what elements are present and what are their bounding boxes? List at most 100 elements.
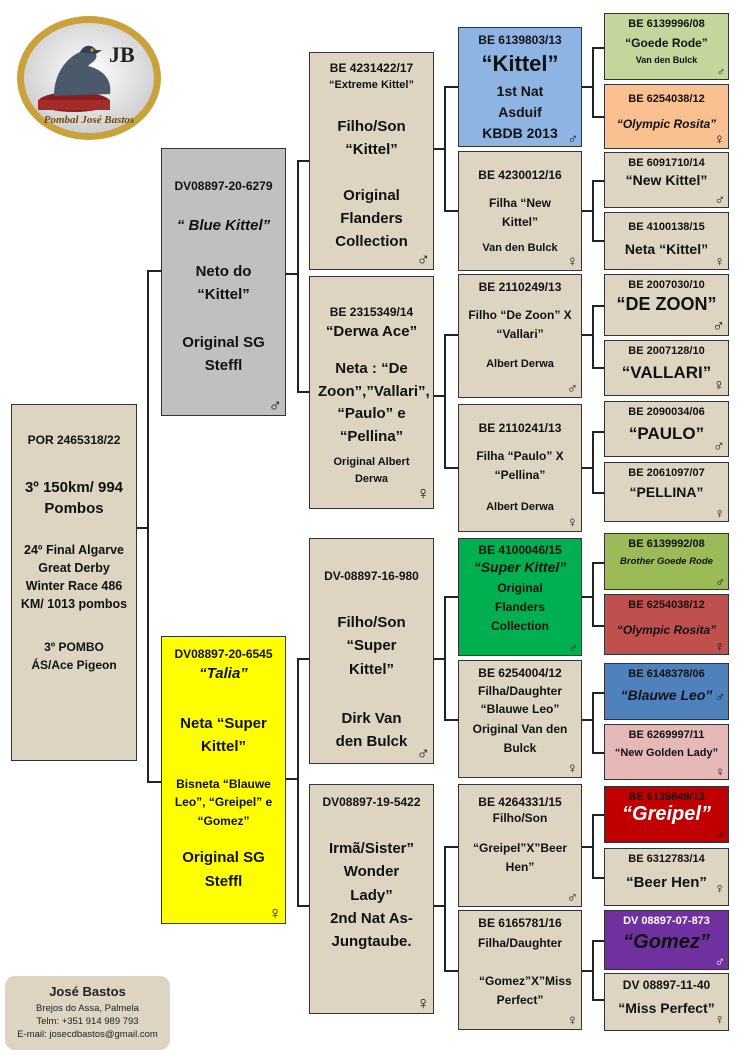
female-symbol-icon: ♀: [416, 483, 431, 503]
gen4-ring: BE 4100138/15: [628, 221, 705, 233]
gen3-ring: BE 4264331/15: [478, 795, 562, 809]
gen4-box-5: BE 2007030/10 “DE ZOON” ♂: [604, 274, 729, 336]
gen4-box-7: BE 2090034/06 “PAULO” ♂: [604, 401, 729, 457]
gen3-ring: BE 2110249/13: [478, 280, 562, 294]
gen4-ring: BE 6254038/12: [628, 93, 705, 105]
dam-desc-2: Bisneta “Blauwe Leo”, “Greipel” e “Gomez…: [174, 776, 273, 828]
gen3-name: Filho “De Zoon” X “Vallari”: [468, 308, 572, 342]
male-symbol-icon: ♂: [566, 889, 578, 906]
pigeon-logo-icon: [17, 16, 161, 140]
male-symbol-icon: ♂: [715, 827, 725, 842]
male-symbol-icon: ♂: [268, 395, 283, 415]
sire-box: DV08897-20-6279 “ Blue Kittel” Neto do “…: [161, 148, 286, 416]
gen4-box-8: BE 2061097/07 “PELLINA” ♀: [604, 462, 729, 522]
gen3-ring: BE 6165781/16: [478, 916, 562, 930]
gen3-name: “Kittel”: [481, 51, 559, 76]
gen2-desc: Neta : “De Zoon”,”Vallari”, “Paulo” e “P…: [318, 360, 430, 445]
male-symbol-icon: ♂: [416, 249, 431, 269]
subject-ring: POR 2465318/22: [27, 433, 121, 447]
female-symbol-icon: ♀: [715, 764, 725, 779]
contact-card: José Bastos Brejos do Assa, Palmela Telm…: [5, 976, 170, 1050]
female-symbol-icon: ♀: [714, 880, 726, 896]
gen4-ring: BE 2007030/10: [628, 279, 705, 291]
gen4-ring: BE 6148378/06: [628, 668, 705, 680]
gen2-origin: Original Flanders Collection: [335, 186, 408, 251]
gen2-box-3: DV-08897-16-980 Filho/Son “Super Kittel”…: [309, 538, 434, 764]
dam-ring: DV08897-20-6545: [174, 647, 273, 661]
gen3-box-3: BE 2110249/13 Filho “De Zoon” X “Vallari…: [458, 274, 582, 398]
gen3-box-6: BE 6254004/12 Filha/Daughter “Blauwe Leo…: [458, 660, 582, 778]
gen3-name: Filha/Daughter “Blauwe Leo”: [477, 684, 562, 716]
gen4-ring: BE 6254038/12: [628, 599, 705, 611]
logo: JB Pombal José Bastos: [14, 14, 164, 144]
gen3-origin: Van den Bulck: [482, 242, 558, 255]
sire-desc: Neto do “Kittel”: [195, 263, 252, 304]
contact-address: Brejos do Assa, Palmela: [36, 1003, 139, 1014]
contact-email[interactable]: E-mail: josecdbastos@gmail.com: [17, 1029, 158, 1040]
gen3-origin: Albert Derwa: [486, 358, 554, 371]
male-symbol-icon: ♂: [714, 953, 726, 969]
gen4-ring: BE 6139992/08: [628, 538, 705, 550]
gen4-name: “Beer Hen”: [626, 874, 707, 891]
gen4-name: “PELLINA”: [629, 484, 704, 500]
gen2-box-2: BE 2315349/14 “Derwa Ace” Neta : “De Zoo…: [309, 276, 434, 509]
female-symbol-icon: ♀: [566, 514, 578, 531]
gen2-ring: BE 2315349/14: [329, 305, 414, 319]
gen4-name: Brother Goede Rode: [620, 556, 713, 567]
gen2-name: “Extreme Kittel”: [329, 79, 414, 91]
female-symbol-icon: ♀: [416, 993, 431, 1013]
female-symbol-icon: ♀: [714, 1011, 726, 1027]
gen4-name: “Olympic Rosita”: [616, 117, 717, 131]
contact-name: José Bastos: [49, 984, 126, 999]
gen4-box-14: BE 6312783/14 “Beer Hen” ♀: [604, 848, 729, 906]
gen4-ring: BE 2061097/07: [628, 467, 705, 479]
female-symbol-icon: ♀: [714, 505, 726, 521]
gen4-ring: BE 2007128/10: [628, 345, 705, 357]
gen4-box-11: BE 6148378/06 “Blauwe Leo” ♂: [604, 663, 729, 720]
sire-name: “ Blue Kittel”: [176, 217, 271, 234]
subject-result-1: 3º 150km/ 994 Pombos: [24, 479, 124, 517]
gen4-name: “PAULO”: [628, 424, 705, 443]
gen2-box-1: BE 4231422/17 “Extreme Kittel” Filho/Son…: [309, 52, 434, 270]
gen2-origin: 2nd Nat As-Jungtaube.: [330, 909, 413, 950]
male-symbol-icon: ♂: [567, 130, 579, 146]
gen4-ring: BE 6269997/11: [628, 729, 705, 741]
gen2-origin: Dirk Van den Bulck: [335, 709, 408, 750]
gen2-desc: Filho/Son “Kittel”: [337, 118, 406, 159]
gen3-name: Filha/Daughter: [477, 936, 562, 950]
gen3-origin: Albert Derwa: [486, 501, 554, 514]
logo-text: Pombal José Bastos: [43, 114, 135, 126]
gen4-box-4: BE 4100138/15 Neta “Kittel” ♀: [604, 212, 729, 270]
gen4-name: “Greipel”: [622, 803, 711, 825]
gen3-origin: Original Flanders Collection: [490, 581, 549, 634]
female-symbol-icon: ♀: [713, 131, 725, 148]
gen3-name: “Super Kittel”: [473, 559, 567, 575]
gen4-name: Neta “Kittel”: [624, 241, 709, 257]
dam-box: DV08897-20-6545 “Talia” Neta “Super Kitt…: [161, 636, 286, 924]
male-symbol-icon: ♂: [715, 574, 725, 589]
gen3-desc: “Gomez”X”Miss Perfect”: [479, 974, 572, 1008]
female-symbol-icon: ♀: [268, 903, 283, 923]
gen4-name: “Blauwe Leo”: [620, 687, 713, 703]
female-symbol-icon: ♀: [713, 377, 725, 394]
gen4-ring: BE 6091710/14: [628, 157, 705, 169]
gen4-box-9: BE 6139992/08 Brother Goede Rode ♂: [604, 533, 729, 590]
gen2-desc: Irmã/Sister” Wonder Lady”: [328, 840, 415, 904]
gen3-box-2: BE 4230012/16 Filha “New Kittel” Van den…: [458, 151, 582, 271]
gen3-name: Filha “Paulo” X “Pellina”: [476, 449, 564, 483]
gen4-name: “Olympic Rosita”: [616, 623, 717, 637]
gen4-box-3: BE 6091710/14 “New Kittel” ♂: [604, 152, 729, 208]
subject-result-3: 3º POMBO ÁS/Ace Pigeon: [31, 639, 117, 672]
gen4-box-12: BE 6269997/11 “New Golden Lady” ♀: [604, 724, 729, 780]
sire-origin: Original SG Steffl: [182, 333, 265, 374]
gen2-ring: DV-08897-16-980: [324, 569, 419, 583]
gen4-name: “Gomez”: [623, 931, 710, 953]
gen3-box-4: BE 2110241/13 Filha “Paulo” X “Pellina” …: [458, 404, 582, 532]
subject-result-2: 24º Final Algarve Great Derby Winter Rac…: [20, 543, 128, 612]
gen4-name: “New Kittel”: [625, 172, 708, 188]
gen3-box-7: BE 4264331/15 Filho/Son “Greipel”X”Beer …: [458, 784, 582, 907]
male-symbol-icon: ♂: [568, 640, 578, 655]
logo-initials: JB: [109, 42, 135, 67]
gen2-origin: Original Albert Derwa: [333, 456, 410, 486]
gen3-name: Filha “New Kittel”: [488, 196, 551, 230]
